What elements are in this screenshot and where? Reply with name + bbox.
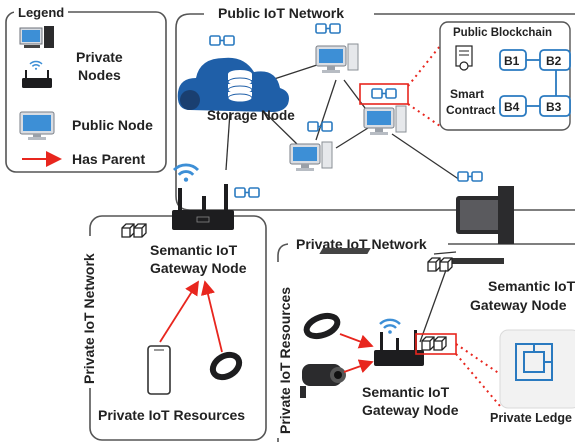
- right-desktop-chain-icon: [457, 171, 483, 182]
- legend-private-label-line1: Private: [76, 49, 123, 65]
- left-gateway-label-line1: Semantic IoT: [150, 242, 238, 258]
- smart-contract-icon: [455, 45, 473, 71]
- public-blockchain-box: Public Blockchain Smart Contract B1 B2 B…: [439, 21, 571, 131]
- wifi-router-icon: [22, 60, 52, 88]
- block-b2: [539, 49, 571, 71]
- private-network-right-box: Private IoT Network Private IoT Resource…: [270, 234, 575, 442]
- smart-contract-label-line2: Contract: [446, 103, 495, 117]
- block-b2-label: B2: [546, 54, 562, 68]
- band-right-parent-arrow: [339, 333, 374, 349]
- legend-parent-label: Has Parent: [72, 151, 145, 167]
- left-gateway-router-icon: [172, 184, 234, 230]
- storage-cloud-icon: [177, 57, 289, 112]
- smartphone-icon: [147, 345, 171, 395]
- right-gateway-private-chain-icon: [427, 257, 453, 272]
- left-gateway-chain-icon: [234, 187, 260, 198]
- block-b4: [499, 95, 527, 117]
- legend-title: Legend: [18, 5, 64, 20]
- private-network-left-box: Private IoT Network: [78, 215, 267, 441]
- left-gateway-wifi-icon: [172, 163, 200, 184]
- right-gateway-top-label-line2: Gateway Node: [470, 297, 567, 313]
- right-gateway-bottom-label-line2: Gateway Node: [362, 402, 459, 418]
- camera-parent-arrow: [343, 359, 374, 374]
- smart-contract-label-line1: Smart: [450, 87, 484, 101]
- highlighted-private-chain-icon: [421, 336, 447, 351]
- blockchain-connector-top: [407, 45, 441, 87]
- private-ledger-label: Private Ledge: [490, 411, 572, 425]
- security-camera-icon: [300, 364, 346, 398]
- right-gateway-top-label-line1: Semantic IoT: [488, 278, 575, 294]
- highlighted-chain-box: [359, 83, 409, 105]
- storage-chain-icon: [209, 35, 235, 46]
- storage-node-label: Storage Node: [207, 108, 295, 123]
- public-blockchain-title: Public Blockchain: [453, 27, 552, 39]
- public-node-right: [363, 105, 407, 136]
- phone-parent-arrow: [159, 280, 199, 343]
- monitor-icon: [19, 111, 55, 140]
- legend-public-label: Public Node: [72, 117, 153, 133]
- public-node-top: [315, 23, 359, 74]
- blockchain-connector-bottom: [407, 103, 441, 127]
- block-b3-label: B3: [546, 100, 562, 114]
- ledger-connector-top: [455, 343, 501, 375]
- legend-private-label-line2: Nodes: [78, 67, 121, 83]
- fitness-band-icon-right: [303, 312, 341, 340]
- block-b3: [539, 95, 571, 117]
- right-desktop-gateway-icon: [319, 186, 514, 264]
- ledger-connector-bottom: [455, 353, 501, 407]
- public-node-center: [289, 121, 333, 172]
- block-b1: [499, 49, 527, 71]
- block-chain-links: [526, 59, 557, 107]
- band-parent-arrow: [200, 280, 223, 353]
- desktop-computer-icon: [19, 26, 54, 48]
- legend-box: Legend Private Nodes Public Node Has Par…: [5, 4, 167, 173]
- highlighted-chain-icon: [371, 88, 397, 99]
- right-gateway-link: [433, 251, 457, 255]
- right-gateway-wifi-icon: [378, 318, 402, 335]
- block-b1-label: B1: [504, 54, 520, 68]
- fitness-band-icon-left: [209, 351, 243, 381]
- gateway-uplink: [419, 269, 447, 343]
- public-network-box: Public IoT Network: [175, 4, 575, 211]
- left-resources-label: Private IoT Resources: [98, 407, 245, 423]
- block-b4-label: B4: [504, 100, 520, 114]
- private-ledger-box: [499, 329, 575, 409]
- private-network-left-title: Private IoT Network: [81, 253, 97, 384]
- left-gateway-private-chain-icon: [121, 223, 147, 238]
- ledger-icon: [515, 343, 553, 381]
- private-resources-right-label: Private IoT Resources: [277, 287, 293, 434]
- public-network-title: Public IoT Network: [218, 5, 344, 21]
- right-gateway-bottom-label-line1: Semantic IoT: [362, 384, 450, 400]
- left-gateway-label-line2: Gateway Node: [150, 260, 247, 276]
